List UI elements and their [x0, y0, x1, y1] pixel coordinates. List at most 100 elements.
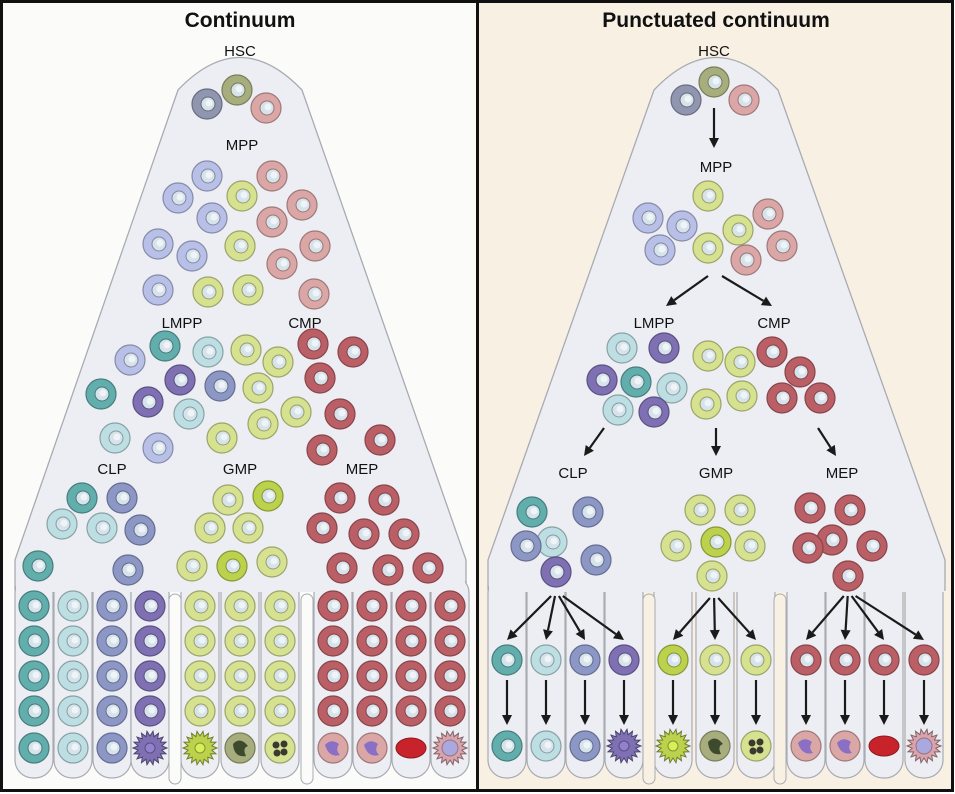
nucleolus [313, 241, 321, 249]
cell-pink [730, 244, 762, 276]
nucleolus [148, 636, 156, 644]
nucleolus [738, 357, 746, 365]
arrow [806, 595, 845, 640]
arrow-head [919, 715, 929, 725]
nucleolus [261, 419, 269, 427]
cell-lavender [162, 182, 194, 214]
nucleolus [205, 171, 213, 179]
nucleolus [226, 495, 234, 503]
cell-yellow-green [699, 644, 731, 676]
cell-red [306, 512, 338, 544]
cell-red [832, 560, 864, 592]
arrow-head [507, 629, 518, 640]
cell-slate-blue [569, 730, 601, 762]
nucleolus [300, 200, 308, 208]
nucleus [915, 737, 933, 755]
cell-light-blue [46, 508, 78, 540]
arrow-shaft [713, 597, 716, 631]
nucleolus [402, 529, 410, 537]
cell-slate-blue [96, 732, 128, 764]
cell-pink [356, 732, 388, 764]
cell-yellow-green [224, 590, 256, 622]
nucleolus [448, 636, 456, 644]
cell-yellow-green [224, 625, 256, 657]
cell-red [395, 695, 427, 727]
cell-yellow-green [264, 660, 296, 692]
arrow-head [612, 630, 624, 640]
cell-olive [698, 66, 730, 98]
nucleolus [586, 507, 594, 515]
nucleolus [704, 399, 712, 407]
cell-red [395, 590, 427, 622]
nucleolus [843, 655, 851, 663]
nucleolus [238, 601, 246, 609]
cell-red [816, 524, 848, 556]
cell-red [766, 382, 798, 414]
nucleolus [99, 389, 107, 397]
cell-pink [905, 727, 943, 765]
nucleolus [658, 245, 666, 253]
nucleolus [340, 563, 348, 571]
lineage-gap [168, 593, 182, 785]
nucleolus [712, 77, 720, 85]
cell-yellow-green [264, 695, 296, 727]
cell-purple [134, 660, 166, 692]
label-clp-left: CLP [97, 461, 126, 478]
cell-slate-gray [191, 88, 223, 120]
nucleolus [674, 541, 682, 549]
nucleolus [706, 351, 714, 359]
arrow [557, 595, 585, 640]
cell-teal [18, 590, 50, 622]
nucleolus [190, 251, 198, 259]
cell-red [364, 424, 396, 456]
nucleolus [634, 377, 642, 385]
label-gmp-right: GMP [699, 465, 733, 482]
nucleus [618, 740, 630, 752]
nucleolus [312, 289, 320, 297]
cell-yellow-green [184, 625, 216, 657]
cell-light-blue [173, 398, 205, 430]
nucleolus [646, 213, 654, 221]
cell-teal [491, 644, 523, 676]
cell-olive [221, 74, 253, 106]
cell-pink [790, 730, 822, 762]
nucleus-lobe [756, 738, 764, 746]
nucleolus [714, 537, 722, 545]
nucleolus [32, 743, 40, 751]
cell-yellow-green [242, 372, 274, 404]
nucleolus [32, 636, 40, 644]
cell-yellow-green [226, 180, 258, 212]
lineage-gap [773, 593, 787, 785]
cell-yellow-green [734, 530, 766, 562]
nucleolus [100, 523, 108, 531]
cell-purple [638, 396, 670, 428]
nucleolus [230, 561, 238, 569]
nucleolus [238, 706, 246, 714]
cell-slate-blue [204, 370, 236, 402]
cell-yellow-green [690, 388, 722, 420]
cell-red [756, 336, 788, 368]
arrow [668, 680, 678, 725]
cell-slate-blue [96, 660, 128, 692]
cell-erythrocyte [395, 737, 427, 759]
arrow-head [584, 444, 594, 456]
nucleolus [426, 563, 434, 571]
nucleolus [382, 495, 390, 503]
nucleolus [848, 505, 856, 513]
nucleolus [318, 373, 326, 381]
arrow-head [541, 715, 551, 725]
cell-pink [256, 160, 288, 192]
nucleolus [294, 407, 302, 415]
arrow [717, 597, 756, 640]
nucleolus [370, 671, 378, 679]
label-mpp-right: MPP [700, 159, 733, 176]
cell-yellow-green [724, 494, 756, 526]
cell-yellow-green [684, 494, 716, 526]
progenitor-funnel [487, 57, 946, 591]
nucleolus [110, 743, 118, 751]
cell-slate-blue [124, 514, 156, 546]
cell-purple [164, 364, 196, 396]
cell-teal [620, 366, 652, 398]
cell-red [868, 644, 900, 676]
